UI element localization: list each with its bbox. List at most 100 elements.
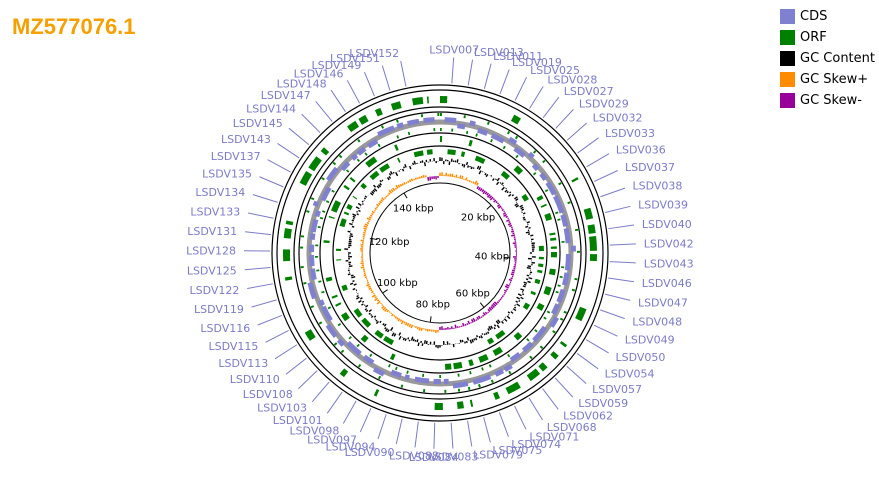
orf-feature: [534, 278, 541, 285]
gc-skew-minus-bar: [497, 202, 500, 205]
gc-skew-minus-bar: [488, 195, 493, 199]
gc-content-bar: [361, 300, 365, 303]
gc-skew-plus-bar: [364, 223, 369, 227]
cds-feature: [539, 172, 548, 181]
gc-content-bar: [409, 165, 412, 170]
gc-content-bar: [515, 204, 520, 208]
gc-skew-plus-bar: [370, 214, 373, 217]
gene-leader-line: [342, 400, 357, 424]
gc-content-bar: [377, 184, 382, 188]
gc-content-bar: [528, 227, 531, 229]
gene-leader-line: [277, 142, 300, 159]
orf-mark: [532, 150, 537, 154]
gc-content-bar: [512, 308, 517, 312]
gene-label: LSDV151: [330, 52, 380, 65]
gc-skew-plus-bar: [392, 187, 396, 192]
gc-skew-minus-bar: [495, 200, 498, 204]
ring-line-2: [293, 106, 587, 400]
orf-mark: [506, 130, 511, 135]
gc-content-bar: [361, 303, 364, 306]
gc-skew-plus-bar: [367, 285, 371, 288]
gc-content-bar: [352, 280, 355, 283]
orf-feature: [536, 302, 545, 311]
gc-skew-minus-bar: [493, 301, 498, 306]
orf-feature: [346, 203, 353, 211]
gene-label: LSDV042: [644, 238, 694, 251]
orf-mark: [420, 114, 424, 118]
gc-content-bar: [398, 332, 402, 336]
gc-skew-plus-bar: [391, 313, 394, 317]
gc-content-bar: [517, 293, 522, 297]
gene-label: LSDV103: [257, 402, 307, 415]
gc-content-bar: [349, 235, 354, 238]
orf-feature: [468, 359, 474, 367]
cds-feature: [531, 163, 540, 172]
gc-skew-minus-bar: [427, 176, 430, 181]
legend: CDS ORF GC Content GC Skew+ GC Skew-: [780, 6, 875, 111]
orf-mark: [357, 363, 362, 368]
gc-skew-plus-bar: [470, 181, 473, 183]
gc-skew-minus-bar: [479, 188, 483, 192]
gc-skew-minus-bar: [505, 215, 509, 219]
orf-mark: [451, 128, 454, 132]
gc-skew-plus-bar: [390, 188, 394, 193]
gene-leader-line: [467, 420, 473, 447]
orf-mark: [337, 323, 342, 327]
cds-feature: [527, 151, 535, 160]
cds-feature: [490, 133, 505, 144]
gc-skew-minus-bar: [477, 186, 481, 191]
orf-mark: [325, 200, 330, 204]
gene-leader-line: [451, 57, 455, 84]
gene-labels: LSDV007LSDV013LSDV011LSDV019LSDV025LSDV0…: [186, 43, 694, 463]
gene-label: LSDV113: [218, 357, 268, 370]
gc-content-bar: [520, 206, 524, 210]
orf-feature: [510, 114, 521, 125]
orf-mark: [557, 218, 561, 221]
gc-skew-plus-bar: [368, 216, 372, 219]
gene-leader-line: [252, 194, 278, 203]
gc-content-bar: [350, 274, 354, 277]
gc-content-bar: [365, 304, 369, 308]
orf-feature: [575, 306, 587, 322]
gc-content-bar: [412, 338, 415, 342]
gene-label: LSDV149: [311, 59, 361, 72]
orf-feature: [493, 391, 500, 400]
gc-skew-plus-bar: [363, 227, 368, 230]
gc-content-bar: [392, 171, 395, 174]
gc-content-bar: [393, 333, 397, 337]
cds-feature: [563, 227, 571, 244]
gc-content-bar: [379, 180, 382, 183]
gc-content-bar: [375, 320, 379, 325]
orf-feature: [530, 290, 537, 296]
gc-skew-plus-bar: [418, 327, 421, 331]
gc-skew-minus-bar: [492, 198, 495, 201]
cds-feature: [469, 120, 476, 127]
orf-feature: [538, 256, 544, 260]
orf-mark: [558, 182, 562, 186]
gc-skew-plus-bar: [397, 184, 401, 188]
gene-leader-line: [346, 80, 361, 104]
gene-leader-line: [594, 170, 619, 182]
orf-feature: [325, 276, 333, 282]
gene-leader-line: [395, 418, 403, 445]
cds-feature: [472, 374, 492, 385]
cds-feature: [314, 209, 321, 218]
scale-tick: [479, 302, 485, 308]
gene-leader-line: [483, 63, 492, 90]
gc-content-bar: [416, 339, 419, 343]
orf-mark: [422, 373, 425, 377]
gene-leader-line: [600, 309, 625, 320]
cds-feature: [553, 195, 565, 214]
gene-label: LSDV048: [632, 315, 682, 328]
gc-content-bar: [401, 168, 405, 172]
cds-feature: [503, 363, 513, 372]
gc-skew-minus-bar: [482, 312, 486, 316]
orf-mark: [515, 154, 519, 159]
orf-mark: [303, 281, 307, 285]
gc-skew-minus-bar: [477, 315, 481, 320]
cds-feature: [325, 323, 338, 339]
gc-skew-minus-bar: [482, 190, 486, 195]
orf-feature: [397, 157, 401, 163]
orf-feature: [304, 329, 316, 341]
